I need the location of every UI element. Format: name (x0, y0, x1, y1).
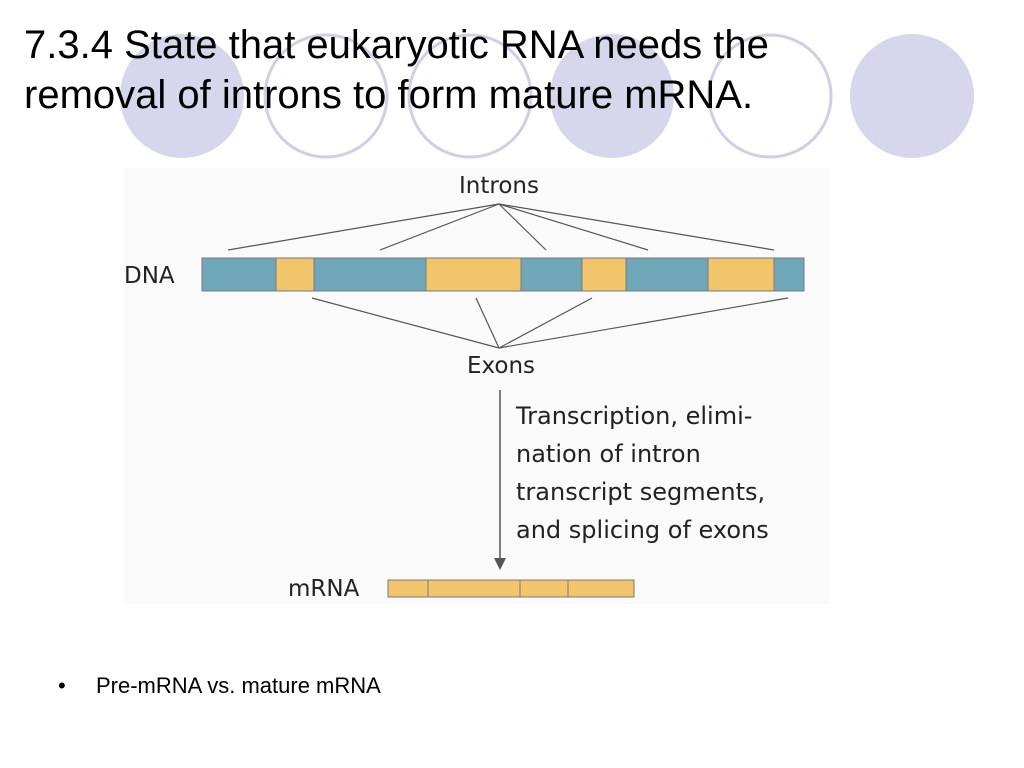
bullet-marker: • (58, 673, 66, 698)
intron-pointer-line-5 (498, 203, 775, 251)
intron-pointer-line-3 (498, 203, 547, 251)
dna-exon-2 (313, 257, 427, 292)
intron-pointer-lines (227, 203, 775, 251)
caption-line-4: and splicing of exons (516, 516, 769, 544)
intron-splicing-diagram: Introns DNA Exons (124, 168, 830, 604)
decor-circle-5 (707, 33, 833, 159)
process-caption: Transcription, elimi- nation of intron t… (515, 402, 769, 544)
caption-line-3: transcript segments, (516, 478, 765, 506)
dna-intron-2 (425, 257, 522, 292)
decor-circle-3 (407, 33, 533, 159)
intron-pointer-line-1 (227, 203, 500, 251)
mrna-exon-1 (387, 579, 429, 598)
decorative-circles (120, 33, 974, 159)
dna-exon-4 (625, 257, 709, 292)
decor-circle-6 (850, 34, 974, 158)
caption-line-2: nation of intron (516, 440, 701, 468)
decor-circle-1 (120, 34, 244, 158)
dna-exon-3 (520, 257, 583, 292)
dna-intron-3 (581, 257, 627, 292)
transcription-arrow-head (494, 558, 506, 570)
bullet-item: • Pre-mRNA vs. mature mRNA (58, 672, 381, 700)
exon-pointer-line-4 (498, 297, 789, 349)
bullet-text: Pre-mRNA vs. mature mRNA (96, 673, 381, 698)
mrna-strand (387, 579, 635, 598)
title-line-1: 7.3.4 State that eukaryotic RNA needs th… (24, 23, 769, 67)
exon-pointer-line-1 (311, 297, 500, 349)
mrna-exon-2 (427, 579, 521, 598)
title-line-2: removal of introns to form mature mRNA. (24, 73, 754, 117)
mrna-exon-4 (567, 579, 635, 598)
dna-strand (201, 257, 805, 292)
exons-label: Exons (467, 353, 535, 379)
introns-label: Introns (459, 173, 539, 199)
exon-pointer-line-2 (475, 297, 500, 349)
caption-line-1: Transcription, elimi- (515, 402, 752, 430)
dna-intron-4 (707, 257, 775, 292)
dna-label: DNA (124, 263, 175, 289)
mrna-label: mRNA (288, 576, 360, 602)
decor-circle-4 (550, 34, 674, 158)
dna-exon-5 (773, 257, 805, 292)
mrna-exon-3 (519, 579, 569, 598)
exon-pointer-line-3 (498, 297, 593, 349)
slide-title: 7.3.4 State that eukaryotic RNA needs th… (24, 20, 924, 120)
figure-background (124, 168, 830, 604)
intron-pointer-line-4 (498, 203, 649, 251)
exon-pointer-lines (311, 297, 789, 349)
decor-circle-2 (263, 33, 389, 159)
bullet-list: • Pre-mRNA vs. mature mRNA (58, 672, 381, 700)
intron-pointer-line-2 (379, 203, 500, 251)
dna-exon-1 (201, 257, 277, 292)
dna-intron-1 (275, 257, 315, 292)
